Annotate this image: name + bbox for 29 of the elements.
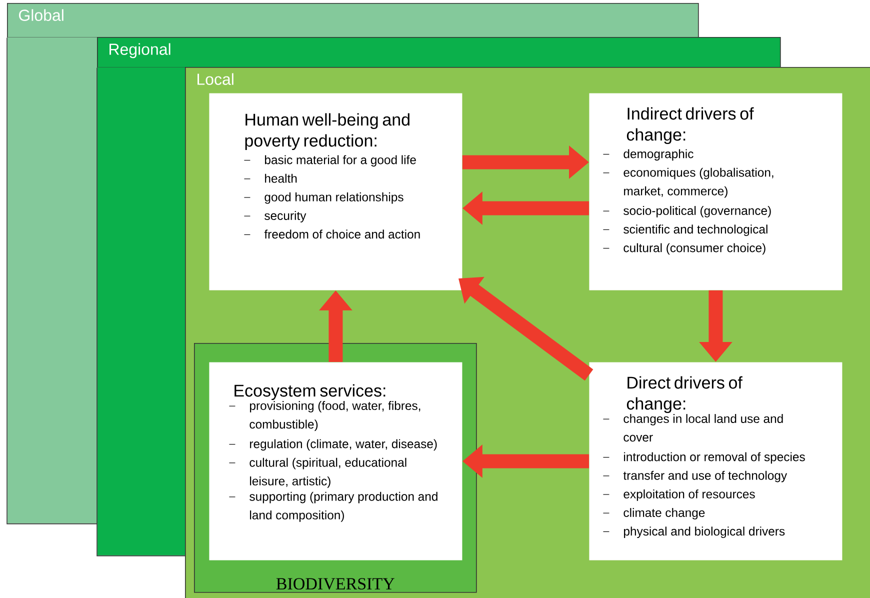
list-item: regulation (climate, water, disease) bbox=[228, 439, 437, 451]
list-item: supporting (primary production and land composition) bbox=[228, 492, 438, 522]
list-item: economiques (globalisation, market, commerce) bbox=[602, 168, 774, 198]
box-heading: Indirect drivers of change: bbox=[626, 107, 754, 144]
box-heading: Human well-being and poverty reduction: bbox=[245, 113, 410, 150]
list-item: scientific and technological bbox=[602, 224, 768, 236]
list-item: climate change bbox=[602, 508, 705, 520]
list-item: demographic bbox=[602, 149, 694, 161]
text-box bbox=[589, 362, 842, 560]
list-item: physical and biological drivers bbox=[602, 526, 785, 538]
list-item: security bbox=[244, 211, 306, 222]
list-item: exploitation of resources bbox=[602, 489, 755, 501]
text-box bbox=[209, 93, 462, 290]
list-item: good human relationships bbox=[244, 192, 404, 204]
box-heading: Direct drivers of change: bbox=[626, 376, 742, 414]
list-item: basic material for a good life bbox=[244, 155, 416, 167]
text-box bbox=[209, 362, 462, 560]
scale-band: Global bbox=[7, 3, 699, 38]
list-item: socio-political (governance) bbox=[602, 206, 771, 218]
list-item: health bbox=[244, 174, 297, 183]
list-item: cultural (consumer choice) bbox=[602, 243, 766, 255]
scale-band: Regional bbox=[97, 37, 781, 68]
box-heading: Ecosystem services: bbox=[234, 384, 386, 400]
list-item: cultural (spiritual, educational leisure, artistic) bbox=[228, 458, 406, 488]
list-item: freedom of choice and action bbox=[244, 230, 420, 239]
text-box bbox=[589, 93, 842, 290]
list-item: introduction or removal of species bbox=[602, 452, 805, 464]
list-item: transfer and use of technology bbox=[602, 470, 788, 482]
list-item: provisioning (food, water, fibres, combustible) bbox=[228, 401, 420, 432]
